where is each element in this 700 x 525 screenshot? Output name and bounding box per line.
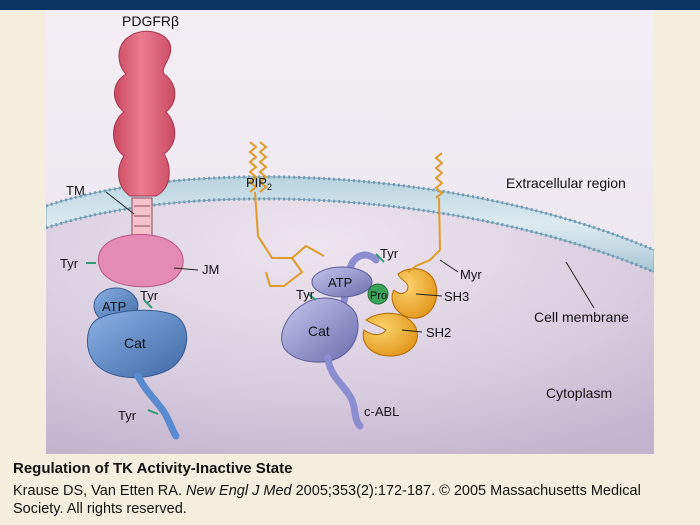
abl-atp-lobe — [311, 266, 373, 298]
citation-details: 2005;353(2):172-187. © 2005 Massachusett… — [13, 483, 641, 517]
pdgfr-receptor — [113, 30, 176, 239]
figure-diagram: PDGFRβ TM PIP2 Extracellular region JM T… — [46, 10, 654, 454]
sh3-domain — [391, 268, 438, 319]
caption-title: Regulation of TK Activity-Inactive State — [13, 460, 293, 477]
label-jm: JM — [202, 262, 219, 277]
tail-left — [134, 372, 180, 440]
citation-journal: New Engl J Med — [186, 483, 292, 499]
label-tyr-left-atp: Tyr — [140, 288, 159, 303]
label-tyr-abl-top: Tyr — [380, 246, 399, 261]
label-atp-left: ATP — [102, 299, 126, 314]
pro-domain — [367, 283, 389, 305]
label-sh3: SH3 — [444, 289, 469, 304]
cell-membrane — [46, 175, 654, 274]
jm-domain — [97, 234, 184, 288]
label-cat-abl: Cat — [308, 323, 330, 339]
abl-cat-domain — [281, 297, 359, 363]
tm-segment — [131, 197, 153, 239]
label-atp-abl: ATP — [328, 275, 352, 290]
label-myr: Myr — [460, 267, 482, 282]
caption-citation: Krause DS, Van Etten RA. New Engl J Med … — [13, 482, 693, 518]
label-cytoplasm: Cytoplasm — [546, 385, 612, 401]
myr-lipid — [407, 152, 444, 273]
label-pro: Pro — [370, 290, 387, 302]
label-sh2: SH2 — [426, 325, 451, 340]
abl-tail — [324, 354, 364, 430]
label-tm: TM — [66, 183, 85, 198]
sh2-domain — [362, 312, 418, 357]
cat-domain-left — [87, 309, 188, 379]
label-pip: PIP2 — [246, 175, 272, 192]
label-c-abl: c-ABL — [364, 404, 399, 419]
label-pdgfr: PDGFRβ — [122, 13, 179, 29]
citation-authors: Krause DS, Van Etten RA. — [13, 483, 187, 499]
label-tyr-left-tail: Tyr — [118, 408, 137, 423]
header-bar — [0, 0, 700, 10]
pip2-lipid — [248, 141, 325, 287]
label-cell-membrane: Cell membrane — [534, 309, 629, 325]
label-extracellular: Extracellular region — [506, 175, 626, 191]
label-tyr-left: Tyr — [60, 256, 79, 271]
label-cat-left: Cat — [124, 335, 146, 351]
label-tyr-abl-left: Tyr — [296, 287, 315, 302]
